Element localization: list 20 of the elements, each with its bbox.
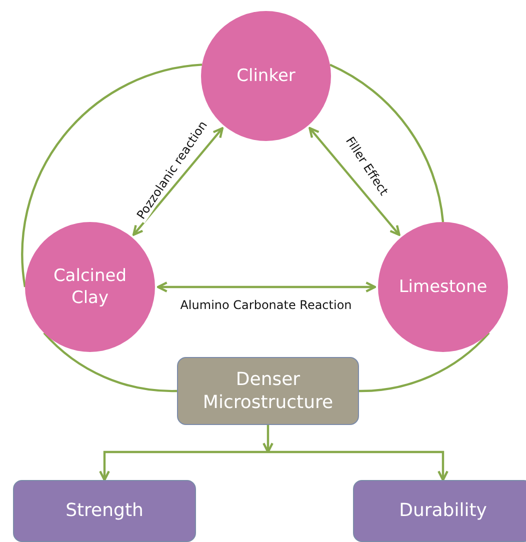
arrow (99, 450, 268, 482)
arrow (132, 127, 224, 236)
arrow (268, 450, 448, 482)
result-box (13, 480, 196, 542)
arrow (262, 425, 274, 454)
result-box (353, 480, 526, 542)
node-label: Limestone (398, 276, 488, 298)
edge-label: Alumino Carbonate Reaction (178, 298, 354, 312)
arrow (308, 127, 400, 236)
result-box (177, 357, 359, 425)
node-label: Denser Microstructure (202, 368, 334, 414)
node-label: Strength (66, 499, 144, 523)
arrow (156, 282, 376, 292)
arc-connector (21, 64, 202, 288)
node-label: Durability (399, 499, 487, 523)
arc-connector (43, 332, 178, 392)
arc-connector (358, 332, 490, 392)
node-label: Clinker (236, 64, 296, 88)
arc-connector (330, 64, 444, 222)
node-label: Calcined Clay (52, 264, 128, 310)
